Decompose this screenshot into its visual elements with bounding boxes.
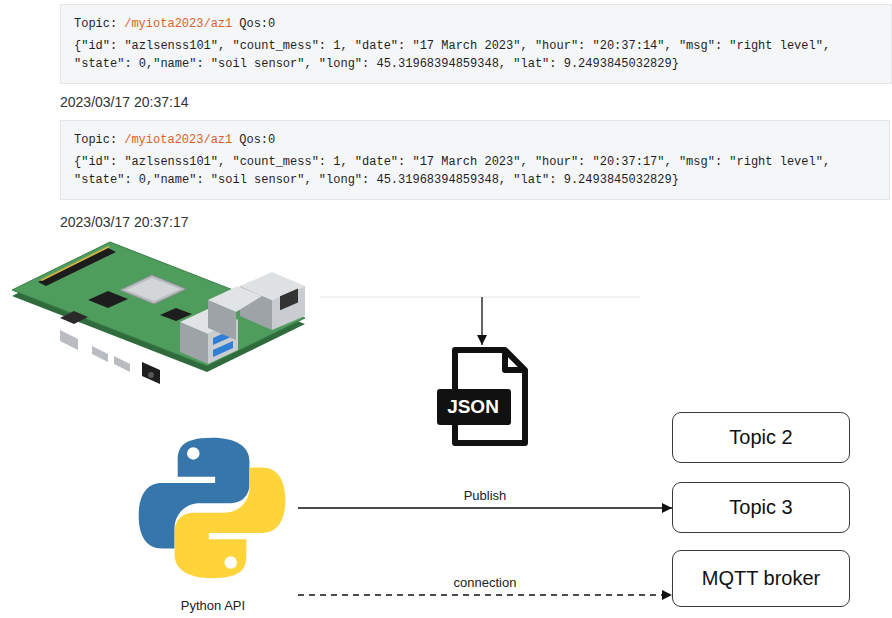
python-yellow — [175, 467, 286, 578]
topic-header: /myiota2023/az1 — [124, 131, 232, 149]
usb-c-port — [60, 330, 78, 350]
topic-box: Topic 3 — [672, 482, 850, 533]
box-label: Topic 3 — [729, 496, 792, 519]
topic-header: Topic: — [74, 15, 117, 33]
input-arrow — [481, 297, 482, 345]
box-label: MQTT broker — [702, 567, 821, 590]
solid-arrow — [298, 507, 672, 508]
topic-box: Topic 2 — [672, 412, 850, 463]
raspberry-pi-board — [12, 242, 305, 384]
audio-jack — [142, 362, 160, 384]
node-caption: Python API — [181, 598, 245, 613]
cpu-top — [126, 278, 180, 301]
box-label: Topic 2 — [729, 426, 792, 449]
code-block: Topic: /myiota2023/az1 Qos:0 {"id": "azlsen… — [60, 4, 892, 84]
python-eye — [187, 447, 199, 459]
topic-header: Topic: — [74, 131, 117, 149]
ethernet-jack — [280, 289, 298, 311]
topic-header: Qos:0 — [239, 15, 275, 33]
edge-label: connection — [452, 575, 519, 590]
python-node: Python API — [128, 428, 298, 616]
json-payload: {"id": "azlsenss101", "count_mess": 1, "… — [74, 153, 876, 189]
cpu-chip — [120, 275, 186, 304]
dashed-arrow — [298, 594, 672, 595]
file-band — [437, 389, 511, 425]
hdmi-port — [92, 346, 108, 362]
python-logo — [139, 438, 286, 578]
gpio-header — [38, 248, 116, 286]
code-block: Topic: /myiota2023/az1 Qos:0 {"id": "azlsen… — [60, 120, 890, 200]
edge-label: Publish — [462, 488, 509, 503]
gpio-pins — [40, 246, 110, 281]
usb-blue — [213, 341, 233, 357]
usb-top — [208, 286, 262, 312]
hdmi-port — [114, 356, 130, 372]
wifi-chip — [60, 311, 88, 324]
topic-header: Qos:0 — [239, 131, 275, 149]
audio-hole — [148, 372, 154, 378]
topic-box: MQTT broker — [672, 550, 850, 607]
topic-header: /myiota2023/az1 — [124, 15, 232, 33]
python-eye — [224, 556, 236, 568]
json-payload: {"id": "azlsenss101", "count_mess": 1, "… — [74, 37, 878, 73]
file-type-label: JSON — [447, 396, 499, 418]
timestamp: 2023/03/17 20:37:17 — [60, 214, 188, 230]
json-file-icon — [437, 350, 525, 443]
timestamp: 2023/03/17 20:37:14 — [60, 94, 188, 110]
ram-chip — [88, 291, 128, 308]
divider-line — [320, 297, 640, 298]
file-fold — [505, 350, 525, 370]
board-top — [12, 242, 305, 366]
